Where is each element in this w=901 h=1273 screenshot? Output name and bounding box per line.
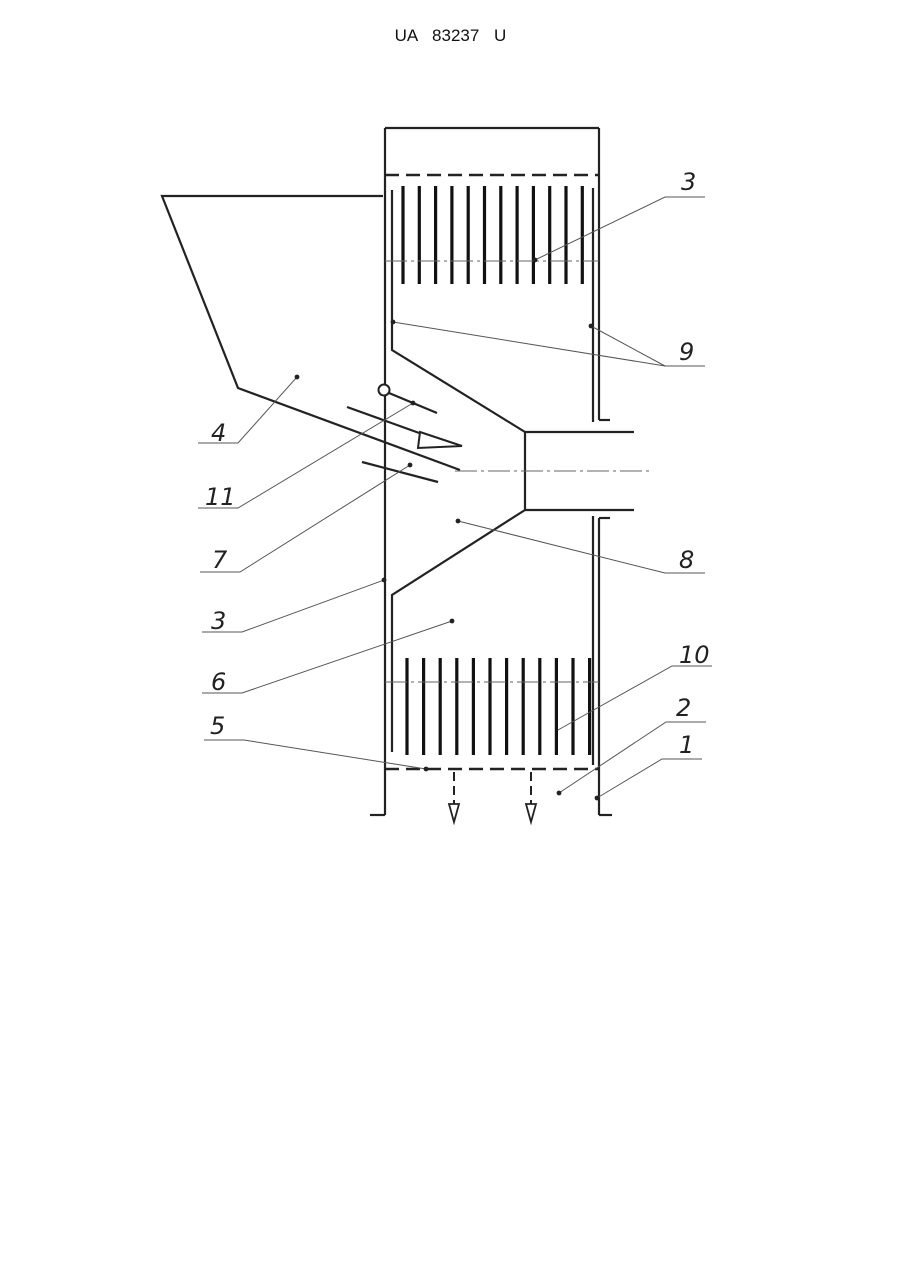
label-9: 9: [679, 338, 694, 366]
label-7: 7: [212, 546, 228, 574]
lower-screen-bars: [407, 658, 590, 755]
feed-hopper: [162, 196, 460, 470]
discharge-arrows: [449, 772, 536, 822]
label-10: 10: [679, 641, 710, 669]
outlet-pipe: [455, 432, 650, 510]
label-11: 11: [205, 483, 236, 511]
label-3-left: 3: [211, 607, 226, 635]
label-6: 6: [211, 668, 226, 696]
label-3-top: 3: [681, 168, 696, 196]
nozzle-guides: [347, 385, 462, 483]
label-2: 2: [676, 694, 691, 722]
label-4: 4: [211, 419, 226, 447]
housing-top-cap: [385, 128, 599, 175]
label-5: 5: [210, 712, 225, 740]
upper-screen-bars: [403, 186, 582, 284]
leader-lines: [198, 197, 712, 800]
label-8: 8: [679, 546, 694, 574]
label-1: 1: [679, 731, 694, 759]
